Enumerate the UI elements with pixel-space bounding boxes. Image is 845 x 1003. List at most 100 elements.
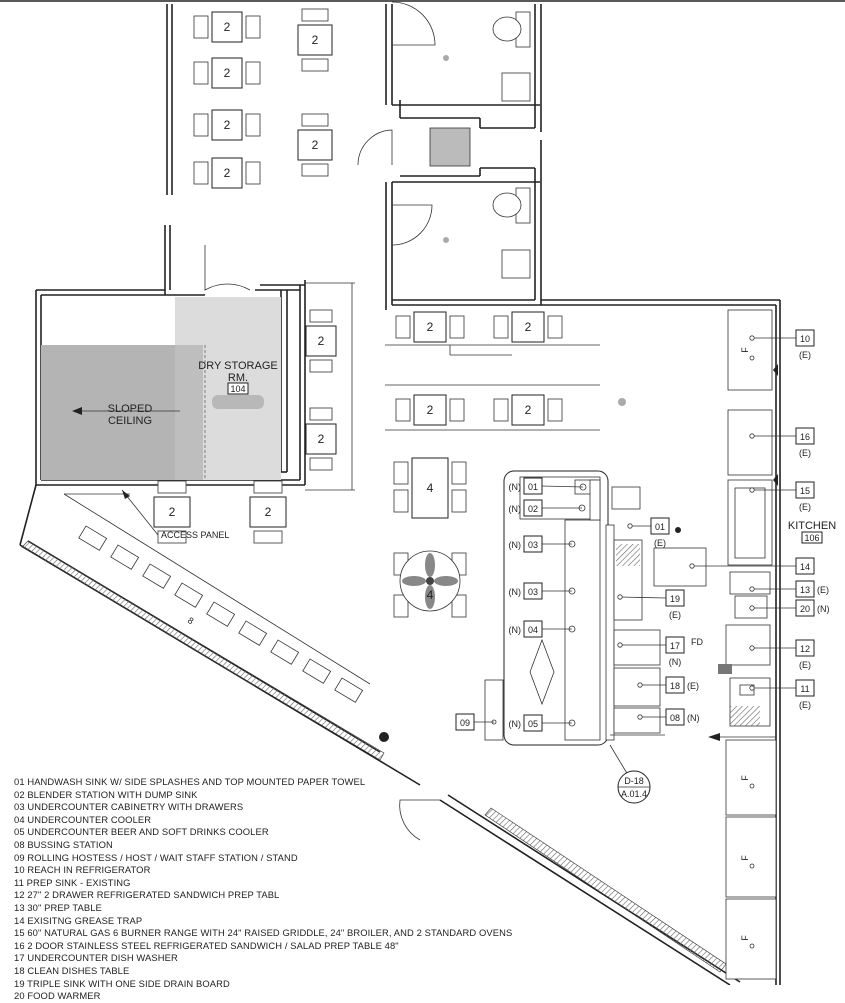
fan-blade [425,553,435,577]
restroom-fixtures [429,11,626,406]
equipment-tag-14: 14 [689,557,815,575]
equipment-tag-17: 17(N) [617,636,685,667]
chair [157,530,187,544]
legend-item: 02 BLENDER STATION WITH DUMP SINK [14,788,198,800]
chair [393,461,409,485]
chair [253,530,283,544]
equipment-tag-number: 13 [800,585,810,595]
bar-tag-04: 04 (N) [509,620,572,638]
chair [245,15,261,39]
table-seat-count: 2 [427,320,434,334]
table-seat-count: 2 [525,403,532,417]
equipment-tag-status: (E) [654,538,666,548]
equipment-tag-status: (E) [799,660,811,670]
equipment-legend: 01 HANDWASH SINK W/ SIDE SPLASHES AND TO… [14,776,614,1003]
table-seat-count: 4 [427,481,434,495]
equipment-tag-11: 11 (E) [749,679,815,710]
legend-item: 10 REACH IN REFRIGERATOR [14,864,151,876]
equipment-tags: 10(E)16(E)15(E)1413(E)20(N)12(E)11(E)01(… [617,329,830,726]
chair [301,8,329,22]
legend-item: 13 30" PREP TABLE [14,901,102,913]
dry-storage-number: 104 [230,384,245,394]
chair [245,161,261,185]
equipment-tag-number: 14 [800,562,810,572]
walls [35,4,781,985]
bar-tag-number: 04 [528,625,538,635]
kitchen-number: 106 [804,533,819,543]
equipment-tag-15: 15(E) [749,481,815,512]
kitchen-name: KITCHEN [788,520,836,532]
fridge-mark: F [740,347,750,353]
dining-table: 2 [193,157,261,189]
dining-table: 2 [395,311,465,343]
chair [193,161,209,185]
table-top [211,57,243,89]
fridge-mark: F [740,855,750,861]
equipment-tag-number: 11 [800,684,809,694]
bar-tag-number: 03 [528,587,538,597]
dining-table: 2 [305,407,337,471]
kitchen-number-box [801,531,823,544]
equipment-tag-19: 19(E) [617,589,685,620]
bar-tag-number: 09 [460,718,470,728]
table-top [413,394,447,426]
chair [193,113,209,137]
table-seat-count: 2 [427,403,434,417]
chair [451,461,467,485]
equipment-tag-status: (N) [687,713,700,723]
bar-tag-number: 01 [528,482,538,492]
wall-tag: 8 [186,615,195,626]
bar-tag-status: (N) [509,540,522,550]
chair [451,489,467,513]
table-seat-count: 2 [224,118,231,132]
table-top [297,129,333,161]
chair [301,163,329,177]
equipment-tag-08: 08 (N) [637,708,700,726]
legend-item: 18 CLEAN DISHES TABLE [14,964,130,976]
equipment-tag-01: 01(E) [627,517,670,548]
equipment-tag-20: 20(N) [749,599,830,617]
dining-table: 4 [393,457,467,519]
chair [309,359,333,373]
dining-table: 2 [395,394,465,426]
bar-tag-09: 09 [455,713,494,731]
chair [309,407,333,421]
equipment-tag-number: 08 [670,713,680,723]
diagonal-wall [19,484,741,985]
section-marker-top: D-18 [624,776,644,786]
equipment-tag-status: (E) [799,700,811,710]
table-seat-count: 2 [318,432,325,446]
equipment-tag-12: 12(E) [749,639,815,670]
dining-table: 2 [193,109,261,141]
legend-item: 17 UNDERCOUNTER DISH WASHER [14,952,178,964]
legend-item: 04 UNDERCOUNTER COOLER [14,813,152,825]
table-seat-count: 2 [224,166,231,180]
dry-storage-number-box [227,382,249,395]
chair [449,398,465,422]
dining-table: 2 [153,480,191,544]
chair [493,398,509,422]
legend-item: 03 UNDERCOUNTER CABINETRY WITH DRAWERS [14,801,244,813]
table-seat-count: 2 [265,505,272,519]
bar-tag-status: (N) [509,482,522,492]
dry-storage-sub: RM. [228,372,248,384]
table-top [411,457,449,519]
legend-item: 11 PREP SINK - EXISTING [14,876,131,888]
bar-tag-status: (N) [509,719,522,729]
chair [245,113,261,137]
dining-table: 2 [193,57,261,89]
sloped-ceiling-label-2: CEILING [108,415,152,427]
fan-blade [425,585,435,609]
dining-table: 2 [493,394,563,426]
chair [393,594,409,618]
bar-tag-05: 05(N) [509,714,572,732]
equipment-tag-status: (E) [799,350,811,360]
chair [309,457,333,471]
legend-item: 09 ROLLING HOSTESS / HOST / WAIT STAFF S… [14,851,298,863]
fridge-mark: F [740,935,750,941]
bar-tag-status: (N) [509,625,522,635]
chair [157,480,187,494]
equipment-tag-number: 16 [800,432,810,442]
